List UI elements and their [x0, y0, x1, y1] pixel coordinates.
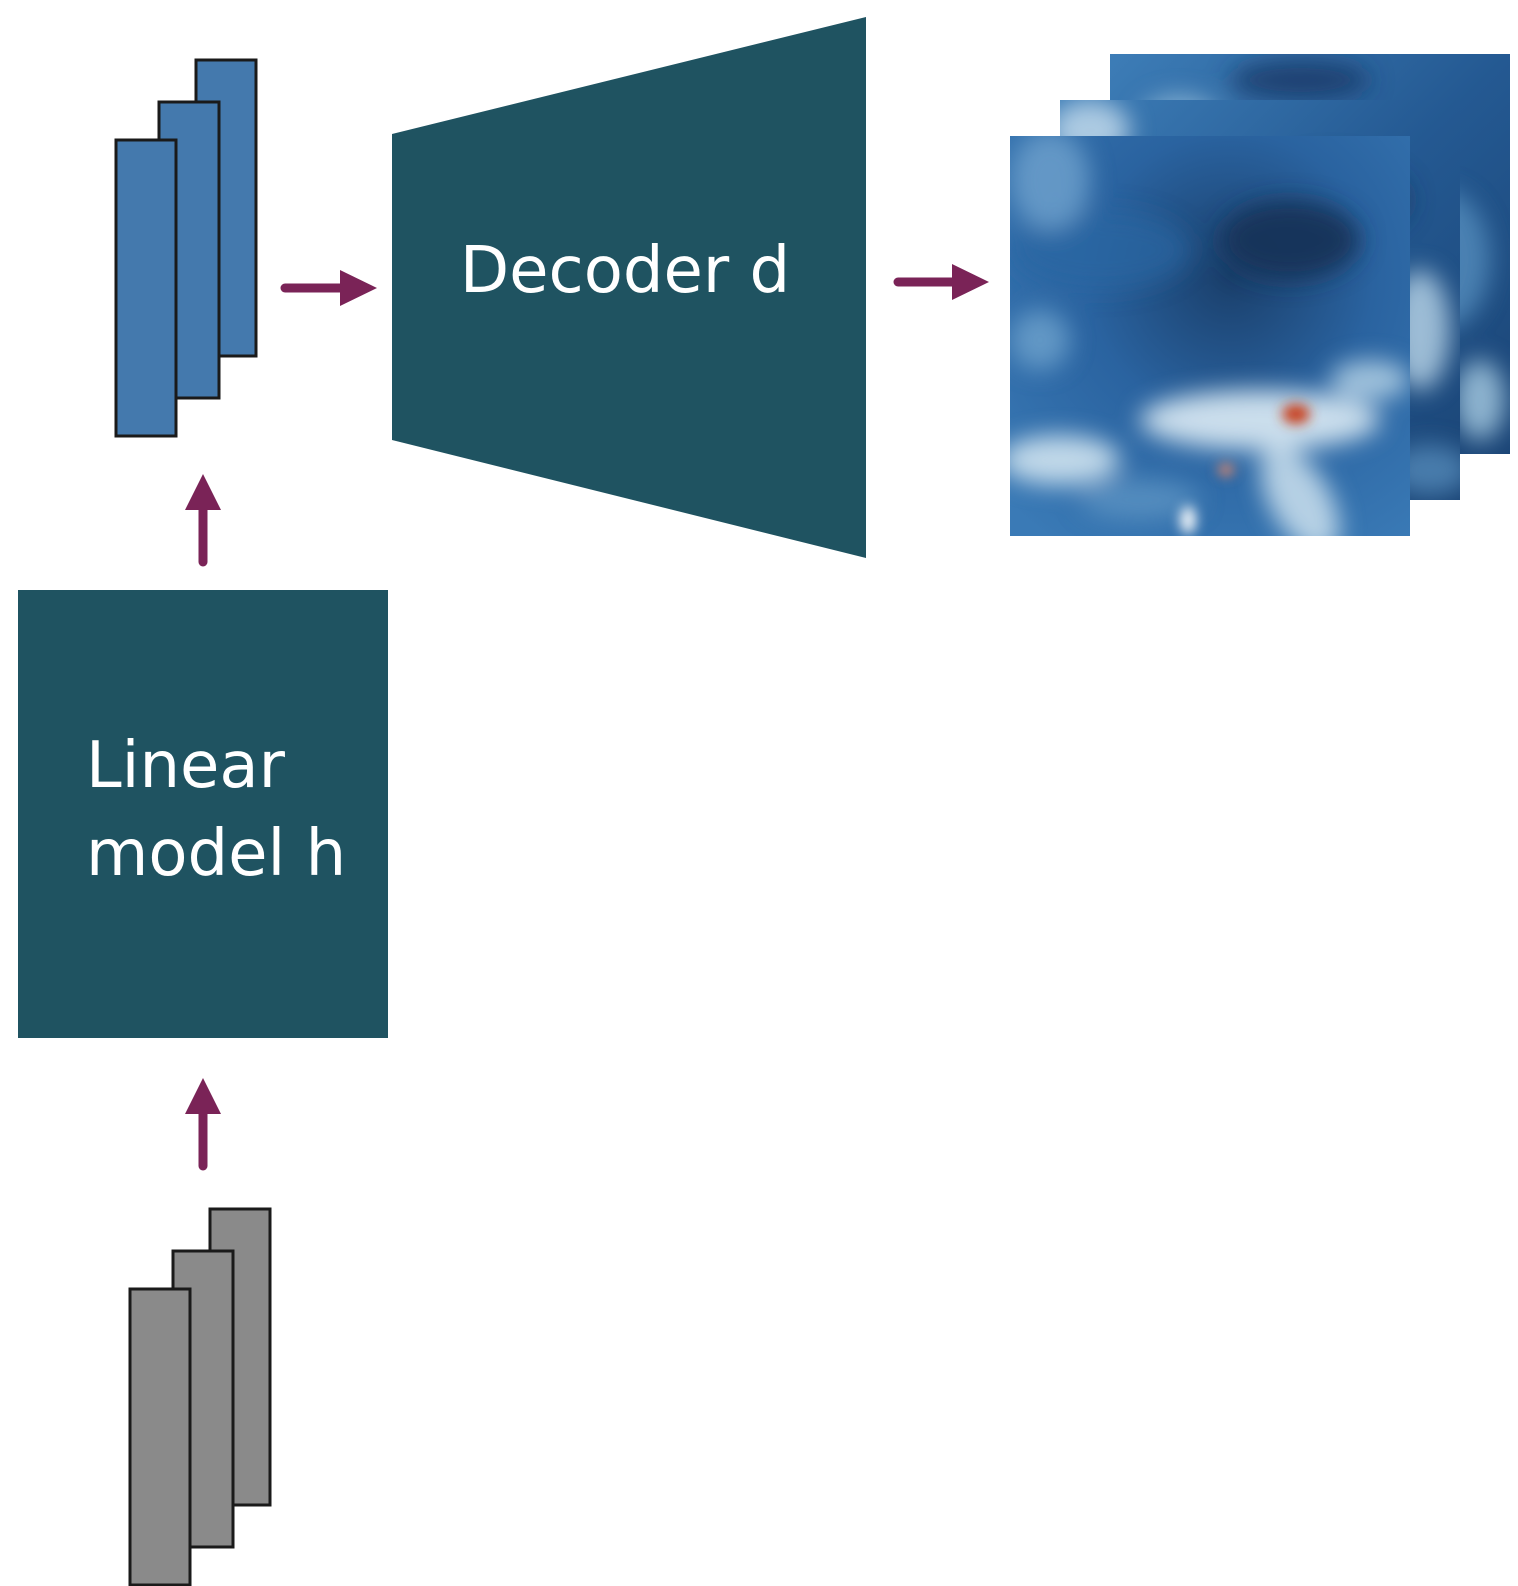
input-bar-front — [128, 1287, 192, 1586]
decoder-label: Decoder d — [460, 234, 790, 308]
arrow-linear-to-latent-icon — [185, 474, 221, 567]
decoder-shape — [392, 17, 866, 558]
latent-bar-front — [114, 138, 178, 438]
output-map-front — [1010, 136, 1410, 536]
input-feature-stack — [128, 1207, 272, 1586]
arrow-input-to-linear-icon — [185, 1078, 221, 1171]
linear-model-shape — [18, 590, 388, 1038]
output-map-stack — [1010, 54, 1510, 536]
linear-model-label-line1: Linear — [86, 729, 286, 803]
arrow-decoder-to-output-icon — [893, 264, 989, 300]
arrow-latent-to-decoder-icon — [280, 270, 377, 306]
linear-model-label-line2: model h — [86, 817, 346, 891]
latent-feature-stack — [114, 58, 258, 438]
linear-model-block: Linear model h — [18, 590, 388, 1038]
decoder-block: Decoder d — [392, 17, 866, 558]
